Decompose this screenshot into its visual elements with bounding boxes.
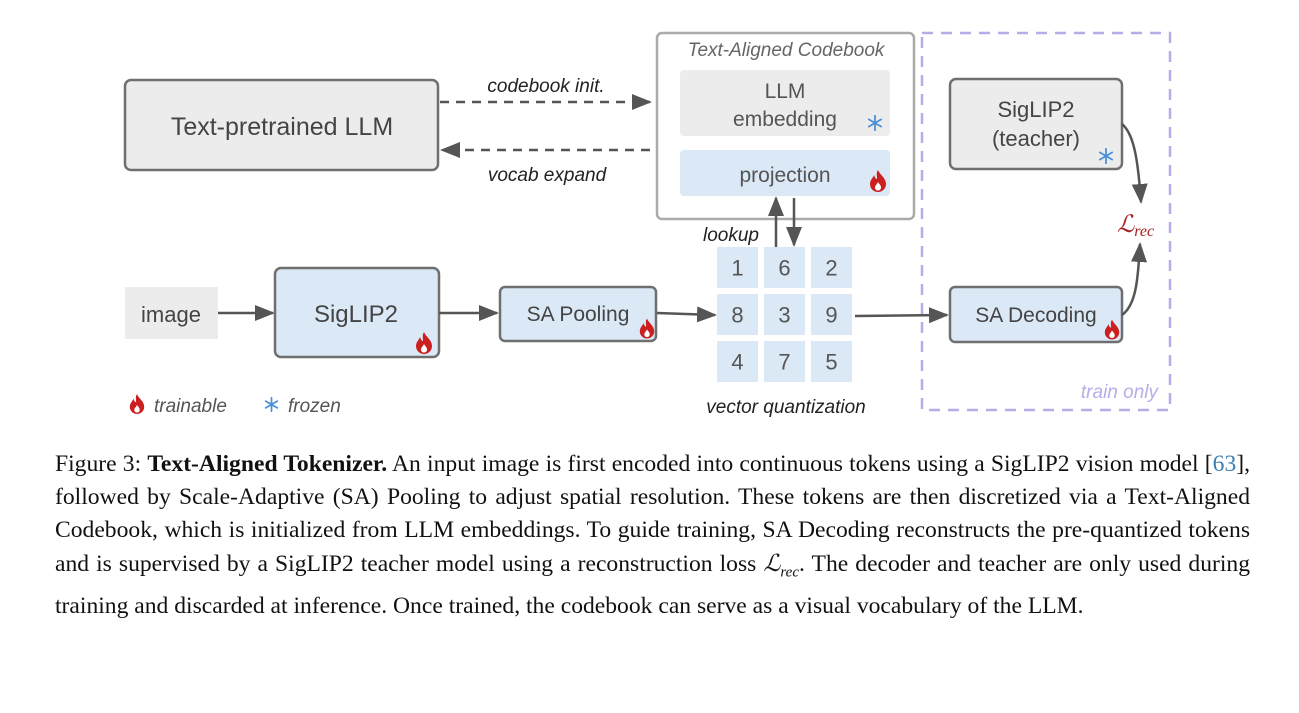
grid-cell-label: 8 [731,303,743,328]
grid-cell-label: 3 [778,303,790,328]
caption-text-1: An input image is first encoded into con… [392,451,1213,477]
grid-cell [764,247,805,288]
caption-text-2: ], followed by Scale-Adaptive (SA) Pooli… [55,451,1250,577]
sa-pooling-label: SA Pooling [527,303,630,326]
grid-cell-label: 7 [778,350,790,375]
codebook-title: Text-Aligned Codebook [688,40,886,61]
vocab-expand-label: vocab expand [488,165,608,186]
llm-embedding-box [680,70,890,136]
grid-cell-label: 2 [825,256,837,281]
sa-pooling-box [498,285,658,343]
teacher-line1: SigLIP2 [997,97,1074,122]
caption-text-3: . The decoder and teacher are only used … [55,550,1250,619]
tokenizer-diagram: Text-pretrained LLM codebook init. vocab… [123,31,1172,418]
figure-label: Figure 3: [55,451,142,477]
snowflake-icon [264,396,279,413]
lookup-label: lookup [703,225,759,246]
grid-cell [811,294,852,335]
loss-math: ℒrec [763,550,800,581]
llm-box-label: Text-pretrained LLM [171,113,393,141]
grid-cell [811,341,852,382]
grid-cell-label: 9 [825,303,837,328]
figure-caption: Figure 3: Text-Aligned Tokenizer. An inp… [55,448,1250,623]
train-only-label: train only [1081,382,1160,403]
token-grid: 1 6 2 8 3 9 4 7 5 [717,247,852,382]
sa-decoding-label: SA Decoding [975,304,1096,327]
decoding-to-loss-arrow [1121,242,1147,317]
grid-cell-label: 1 [731,256,743,281]
llm-embedding-line2: embedding [733,108,837,131]
grid-cell [764,341,805,382]
projection-box [680,150,890,196]
grid-to-decoding-arrow [854,307,949,324]
legend-trainable: trainable [154,396,227,417]
vector-quantization-label: vector quantization [706,397,866,418]
image-box [125,287,218,339]
flame-icon [129,394,145,414]
llm-box [123,78,440,172]
teacher-to-loss-arrow [1121,123,1148,204]
projection-label: projection [739,164,830,187]
grid-cell [717,294,758,335]
image-label: image [141,302,201,327]
grid-cell-label: 6 [778,256,790,281]
legend-frozen: frozen [288,396,341,417]
citation-link[interactable]: 63 [1212,451,1237,477]
teacher-box [948,77,1124,171]
grid-cell [717,341,758,382]
train-only-region [920,31,1172,412]
grid-cell-label: 5 [825,350,837,375]
grid-cell [717,247,758,288]
grid-cell [811,247,852,288]
loss-label: ℒrec [1117,212,1154,240]
grid-cell-label: 4 [731,350,743,375]
llm-embedding-line1: LLM [765,80,806,103]
codebook-init-label: codebook init. [487,76,604,97]
figure-title: Text-Aligned Tokenizer. [147,451,388,477]
siglip2-label: SigLIP2 [314,301,398,328]
pooling-to-grid-arrow [656,306,717,323]
grid-cell [764,294,805,335]
teacher-line2: (teacher) [992,126,1080,151]
